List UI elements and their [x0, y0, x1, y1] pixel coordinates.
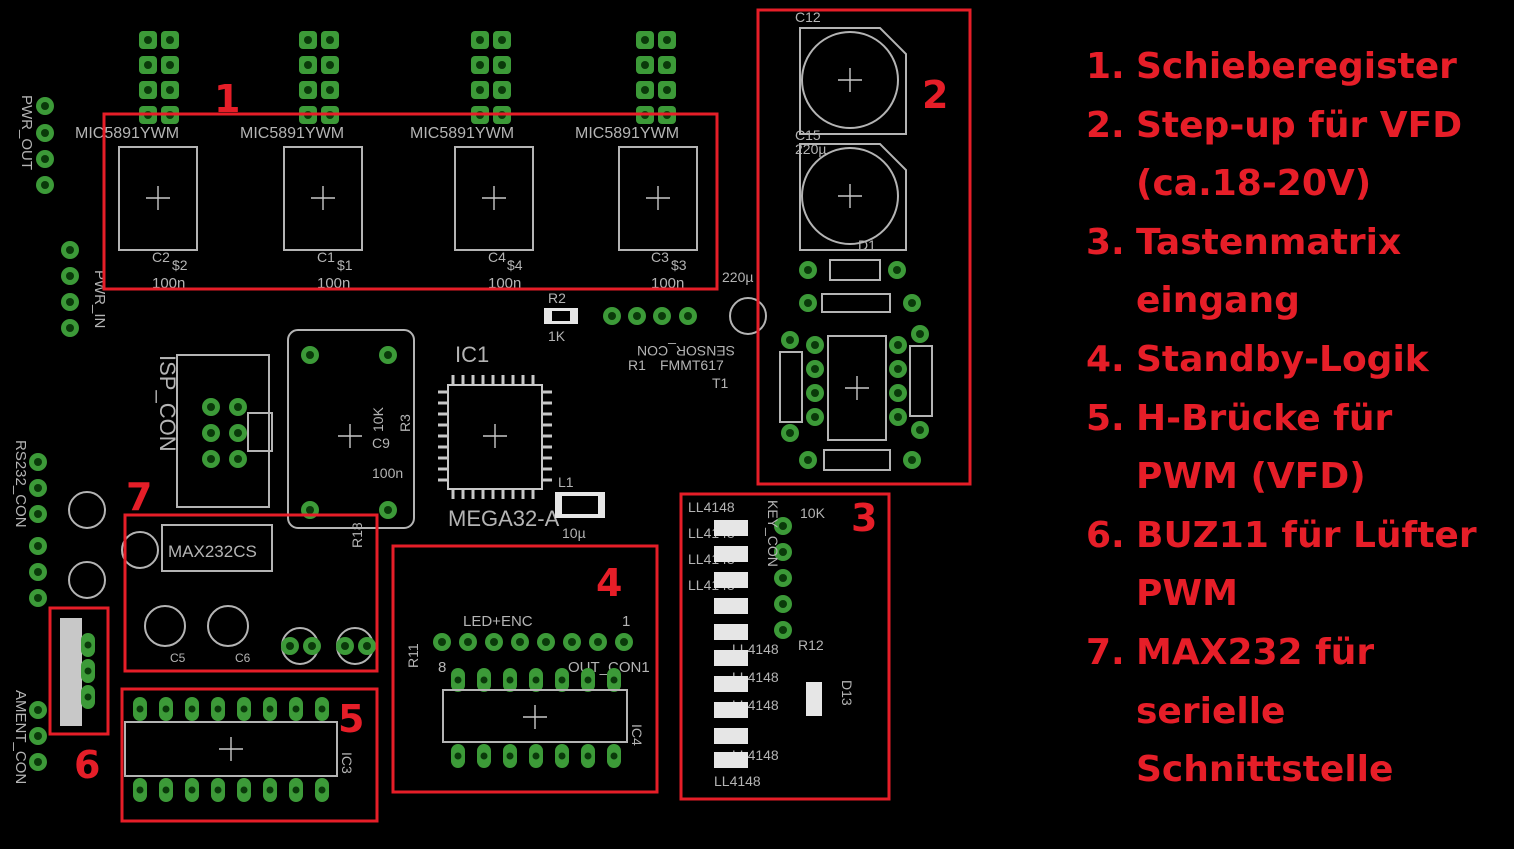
svg-text:IC4: IC4	[629, 724, 645, 746]
svg-text:R12: R12	[798, 637, 824, 653]
mcu-atmega32: IC1 MEGA32-A L1 10µ	[438, 342, 605, 541]
svg-text:C2: C2	[152, 249, 170, 265]
callout-numbers: 1 2 3 4 5 6 7	[74, 73, 948, 787]
legend-item: 5.H-Brücke für PWM (VFD)	[1086, 397, 1393, 498]
crystal: C9 100n 10K R3	[287, 329, 415, 529]
svg-text:C6: C6	[235, 651, 251, 665]
key-matrix: LL4148 LL4148 LL4148 LL4148 LL4148 LL414…	[688, 499, 855, 789]
legend-item: 6.BUZ11 für Lüfter PWM	[1086, 514, 1477, 615]
svg-text:IC3: IC3	[339, 752, 355, 774]
legend-item: 7.MAX232 für serielle Schnittstelle	[1086, 631, 1394, 791]
mic-label: MIC5891YWM	[575, 125, 679, 142]
svg-text:8: 8	[438, 659, 446, 676]
rs232-label: RS232_CON	[12, 440, 29, 528]
max232-section: MAX232CS C5 C6 R18	[68, 491, 376, 665]
svg-text:$4: $4	[507, 257, 523, 273]
svg-text:LL4148: LL4148	[688, 499, 735, 515]
svg-text:IC1: IC1	[455, 342, 489, 367]
pwr-out-label: PWR_OUT	[18, 95, 35, 170]
svg-text:220µ: 220µ	[722, 269, 753, 285]
svg-text:MAX232CS: MAX232CS	[168, 542, 257, 561]
legend-item: 2.Step-up für VFD (ca.18-20V)	[1086, 104, 1463, 205]
callout-5: 5	[338, 697, 364, 741]
standby-logic: LED+ENC 1 8 OUT_CON1 IC4 R11	[405, 613, 650, 768]
callout-box-6	[48, 606, 110, 736]
callout-4: 4	[596, 561, 622, 605]
power-connectors: PWR_OUT PWR_IN RS232_CON AMENT_CON	[12, 95, 108, 784]
svg-text:10K: 10K	[370, 406, 386, 432]
isp-connector: ISP_CON	[155, 354, 273, 508]
legend-item: 4.Standby-Logik	[1086, 338, 1429, 380]
legend-item: 1.Schieberegister	[1086, 46, 1457, 87]
callout-6: 6	[74, 743, 100, 787]
callout-2: 2	[922, 73, 948, 117]
mic-label: MIC5891YWM	[240, 125, 344, 142]
callout-box-3	[679, 492, 891, 801]
callout-boxes	[48, 8, 972, 823]
svg-text:C3: C3	[651, 249, 669, 265]
svg-text:$1: $1	[337, 257, 353, 273]
svg-text:D1: D1	[858, 237, 876, 253]
callout-box-4	[391, 544, 659, 794]
sensor-area: R2 1K SENSOR_CON R1 FMMT617 T1 220µ	[544, 269, 767, 391]
svg-text:10K: 10K	[800, 505, 826, 521]
legend-item: 3.Tastenmatrix eingang	[1086, 221, 1402, 322]
svg-text:D13: D13	[839, 680, 855, 706]
svg-text:KEY_CON: KEY_CON	[765, 500, 781, 567]
callout-box-7	[123, 513, 379, 673]
callout-box-5	[120, 687, 379, 823]
svg-text:1K: 1K	[548, 328, 566, 344]
callout-3: 3	[851, 496, 877, 540]
shift-register-chips: MIC5891YWM MIC5891YWM MIC5891YWM MIC5891…	[75, 125, 698, 292]
svg-text:10µ: 10µ	[562, 525, 586, 541]
svg-text:C1: C1	[317, 249, 335, 265]
svg-text:R18: R18	[349, 522, 365, 548]
svg-text:SENSOR_CON: SENSOR_CON	[637, 343, 735, 359]
svg-text:MEGA32-A: MEGA32-A	[448, 506, 560, 531]
svg-text:T1: T1	[712, 375, 729, 391]
svg-text:LL4148: LL4148	[714, 773, 761, 789]
callout-box-2	[756, 8, 972, 486]
h-bridge: IC3	[124, 697, 355, 802]
svg-text:FMMT617: FMMT617	[660, 357, 724, 373]
svg-text:$3: $3	[671, 257, 687, 273]
svg-text:C15: C15	[795, 127, 821, 143]
mic-label: MIC5891YWM	[410, 125, 514, 142]
svg-text:LED+ENC: LED+ENC	[463, 613, 533, 630]
svg-text:1: 1	[622, 613, 630, 630]
legend-list: 1.Schieberegister 2.Step-up für VFD (ca.…	[1086, 38, 1506, 800]
svg-text:$2: $2	[172, 257, 188, 273]
step-up-section: C12 C15 220µ D1	[779, 9, 933, 471]
svg-text:C9: C9	[372, 435, 390, 451]
buz11-fan	[60, 618, 95, 726]
callout-1: 1	[214, 77, 240, 121]
svg-text:R1: R1	[628, 357, 646, 373]
svg-text:ISP_CON: ISP_CON	[155, 355, 180, 452]
svg-text:L1: L1	[558, 474, 574, 490]
ament-label: AMENT_CON	[12, 690, 29, 784]
svg-text:R11: R11	[405, 643, 421, 668]
callout-7: 7	[126, 475, 152, 519]
mic-label: MIC5891YWM	[75, 125, 179, 142]
callout-box-1	[102, 112, 719, 291]
svg-text:C4: C4	[488, 249, 506, 265]
svg-text:R3: R3	[397, 414, 413, 432]
svg-text:C12: C12	[795, 9, 821, 25]
svg-text:100n: 100n	[372, 465, 403, 481]
svg-text:R2: R2	[548, 290, 566, 306]
svg-text:C5: C5	[170, 651, 186, 665]
